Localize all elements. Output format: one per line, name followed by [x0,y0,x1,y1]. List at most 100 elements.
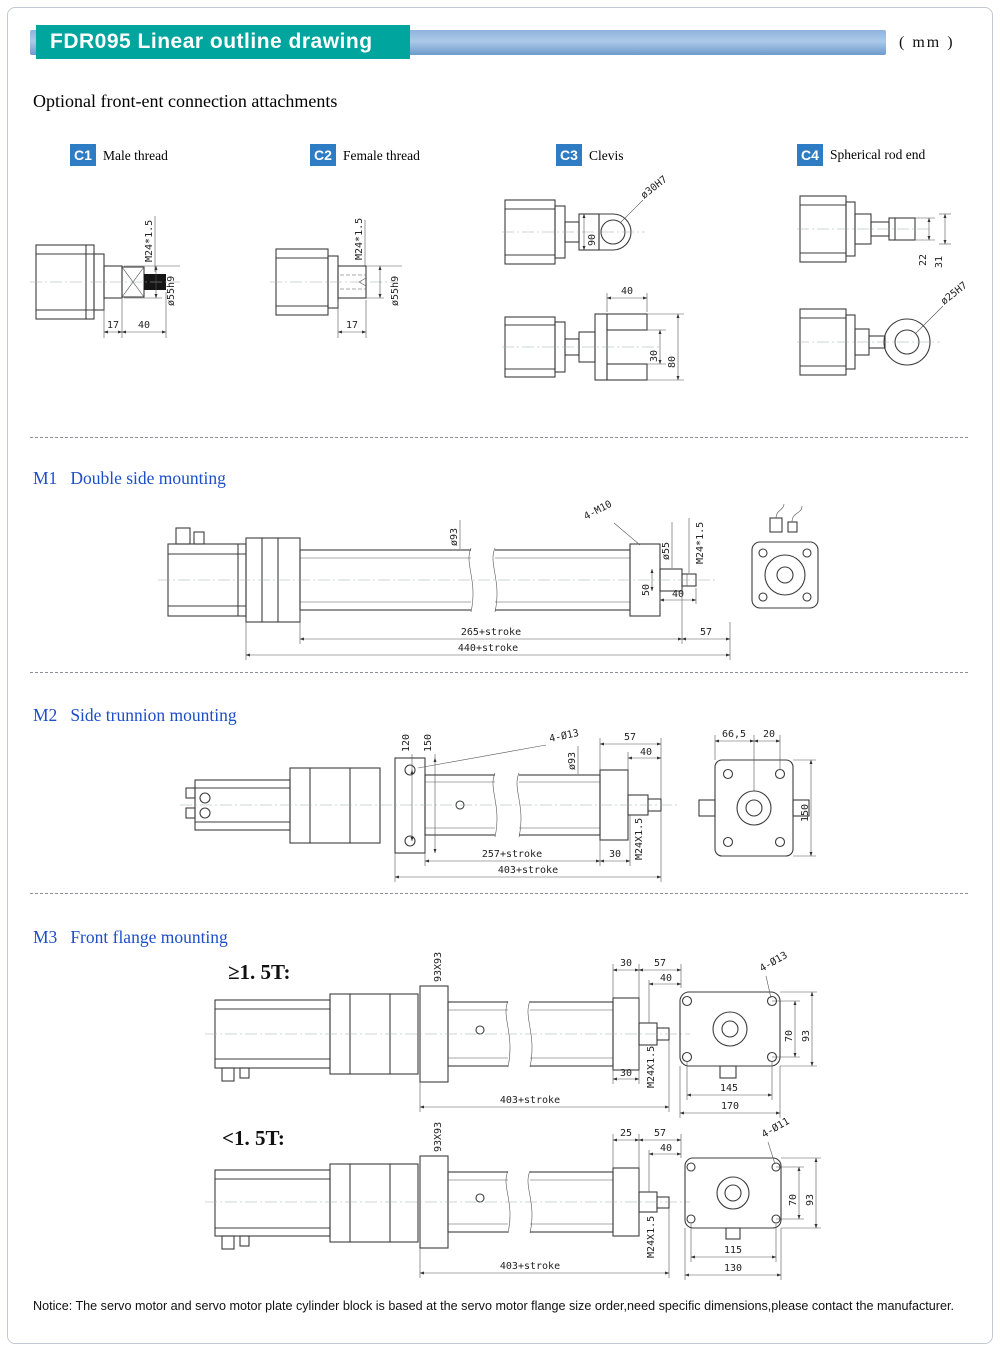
dim-label: 57 [624,732,636,743]
attachments-section-title: Optional front-ent connection attachment… [33,91,338,111]
c3-front-view: 40 30 80 [502,286,684,381]
dim-label: 4-Ø13 [758,949,790,974]
dim-label: 115 [724,1245,742,1256]
c2-drawing: M24*1.5 ø55h9 17 [270,218,402,338]
dim-label: 93 [805,1194,816,1206]
dim-label: 130 [724,1263,742,1274]
dim-label: ø55h9 [390,276,401,306]
c4-drawing: 22 31 ø25H7 [797,195,970,376]
m2-label: Side trunnion mounting [70,705,237,725]
dim-label: 170 [721,1101,739,1112]
badge-c4: C4 [797,144,823,166]
badge-c3: C3 [556,144,582,166]
dim-label: 30 [649,350,660,362]
m3h-actuator-outline [205,985,690,1083]
dim-label: 40 [660,1143,672,1154]
dim-label: 93 [801,1030,812,1042]
dim-label: M24*1.5 [695,522,706,564]
dim-label: 145 [720,1083,738,1094]
dim-label: 40 [621,286,633,297]
page-title: FDR095 Linear outline drawing [36,25,410,59]
c1-drawing: M24*1.5 ø55h9 17 40 [30,216,180,338]
c3-top-view: ø30H7 90 [502,174,670,265]
dim-label: 22 [918,254,929,266]
dim-label: 30 [609,849,621,860]
dim-label: 57 [700,627,712,638]
m3-section-title: M3 Front flange mounting [33,927,228,948]
dim-label: M24X1.5 [634,818,645,860]
m1-code: M1 [33,468,58,488]
dim-label: 93X93 [433,952,444,982]
c1-dimensions: M24*1.5 ø55h9 17 40 [103,216,180,338]
section-divider [30,437,968,438]
m3h-flange-view [679,991,781,1079]
m3h-dimensions: 93X93 30 57 40 M24X1.5 30 403+stroke 4-Ø… [419,949,817,1118]
dim-label: 66,5 [722,729,746,740]
m3-heavy-drawing: 93X93 30 57 40 M24X1.5 30 403+stroke 4-Ø… [205,949,817,1118]
dim-label: ø93 [567,752,578,770]
dim-label: 93X93 [433,1122,444,1152]
dim-label: 80 [667,356,678,368]
dim-label: M24*1.5 [354,218,365,260]
c1-actuator-outline [30,244,180,320]
dim-label: 403+stroke [500,1095,560,1106]
section-divider [30,672,968,673]
section-divider [30,893,968,894]
dim-label: 57 [654,958,666,969]
dim-label: 30 [620,958,632,969]
unit-label: ( mm ) [899,34,955,51]
dim-label: 57 [654,1128,666,1139]
dim-label: ø25H7 [939,280,969,307]
dim-label: 150 [800,804,811,822]
m2-dimensions: 120 150 4-Ø13 57 40 ø93 M24X1.5 257+stro… [394,727,816,882]
dim-label: 440+stroke [458,643,518,654]
dim-label: 257+stroke [482,849,542,860]
m1-end-view [751,503,819,609]
dim-label: 40 [138,320,150,331]
dim-label: 150 [423,734,434,752]
m3l-flange-view [684,1157,782,1240]
badge-c1: C1 [70,144,96,166]
m3-label: Front flange mounting [70,927,228,947]
m2-section-title: M2 Side trunnion mounting [33,705,237,726]
m3l-dimensions: 93X93 25 57 40 M24X1.5 403+stroke 4-Ø11 … [419,1115,821,1280]
dim-label: 90 [587,234,598,246]
dim-label: M24X1.5 [646,1046,657,1088]
dim-label: ø55h9 [166,276,177,306]
m3-code: M3 [33,927,58,947]
dim-label: ø30H7 [639,174,669,201]
dim-label: 50 [641,584,652,596]
dim-label: M24X1.5 [646,1216,657,1258]
label-c3: Clevis [589,148,624,163]
c4-front-view: ø25H7 [797,280,970,376]
dim-label: 17 [346,320,358,331]
badge-c2: C2 [310,144,336,166]
c2-actuator-outline [270,248,398,316]
dim-label: 70 [784,1030,795,1042]
c3-drawing: ø30H7 90 40 30 80 [502,174,684,381]
m1-drawing: ø93 4-M10 ø55 M24*1.5 50 40 265+stroke 5… [158,499,819,660]
dim-label: 40 [640,747,652,758]
dim-label: 31 [934,256,945,268]
dim-label: 40 [672,589,684,600]
m3-heavy-class-label: ≥1. 5T: [228,960,291,984]
dim-label: 4-Ø13 [548,727,580,745]
dim-label: 70 [788,1194,799,1206]
dim-label: ø55 [661,542,672,560]
m2-code: M2 [33,705,58,725]
dim-label: 403+stroke [498,865,558,876]
dim-label: 265+stroke [461,627,521,638]
m3-light-drawing: 93X93 25 57 40 M24X1.5 403+stroke 4-Ø11 … [205,1115,821,1280]
dim-label: 403+stroke [500,1261,560,1272]
dim-label: 30 [620,1068,632,1079]
dim-label: ø93 [449,528,460,546]
m3l-actuator-outline [205,1155,690,1250]
label-c4: Spherical rod end [830,147,926,162]
dim-label: M24*1.5 [144,220,155,262]
label-c1: Male thread [103,148,168,163]
notice-text: Notice: The servo motor and servo motor … [33,1299,954,1313]
dim-label: 20 [763,729,775,740]
label-c2: Female thread [343,148,420,163]
